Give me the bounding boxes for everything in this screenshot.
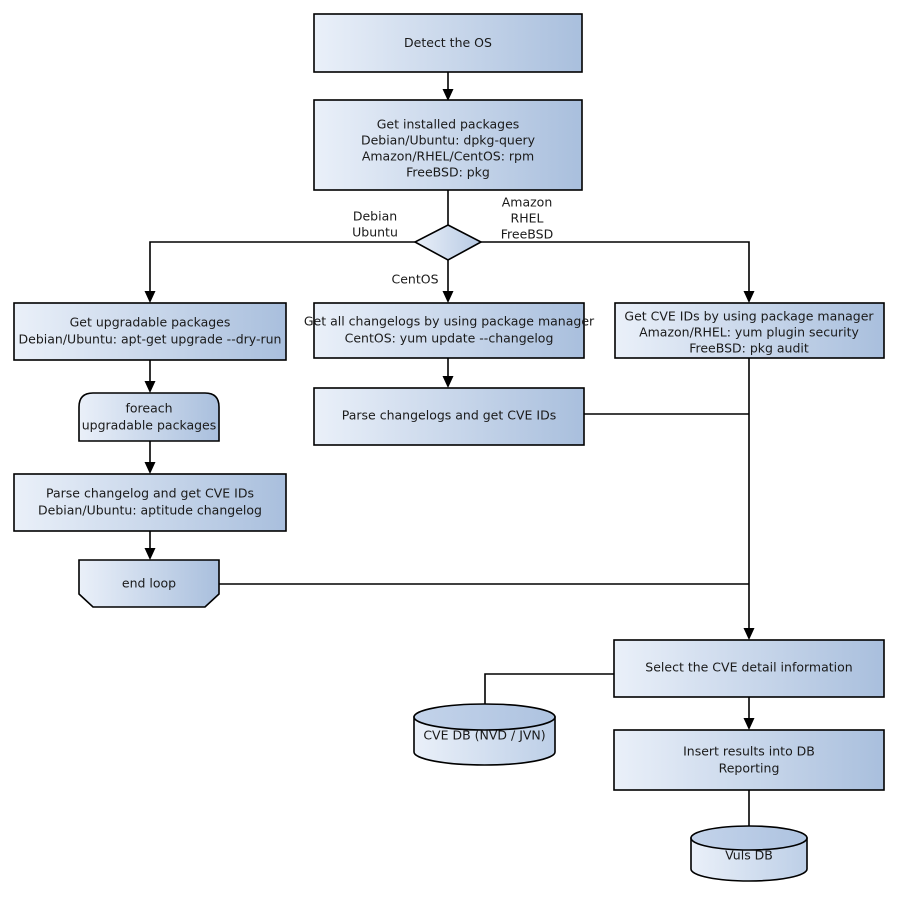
- node-insert-results[interactable]: Insert results into DB Reporting: [613, 729, 885, 791]
- edge-label-amazon-rhel-freebsd-1: RHEL: [511, 211, 544, 226]
- arrowhead-parse-to-endloop: [144, 548, 156, 560]
- node-os-decision-shape: [413, 224, 483, 261]
- node-get-installed-packages-label-3: FreeBSD: pkg: [406, 165, 490, 180]
- node-get-cve-ids-pkgmgr-label-2: FreeBSD: pkg audit: [689, 341, 809, 356]
- node-end-loop[interactable]: end loop: [78, 559, 220, 608]
- node-get-installed-packages-label-2: Amazon/RHEL/CentOS: rpm: [362, 149, 534, 164]
- node-get-installed-packages[interactable]: Get installed packages Debian/Ubuntu: dp…: [313, 99, 583, 191]
- edge-decision-to-cveids: [481, 241, 750, 296]
- node-vuls-db[interactable]: Vuls DB: [690, 825, 808, 882]
- node-select-cve-detail-label-0: Select the CVE detail information: [645, 660, 852, 675]
- node-get-all-changelogs-label-1: CentOS: yum update --changelog: [345, 331, 554, 346]
- arrowhead-foreach-to-parse: [144, 462, 156, 474]
- edge-label-amazon-rhel-freebsd-2: FreeBSD: [501, 227, 553, 242]
- node-vuls-db-label-0: Vuls DB: [725, 848, 773, 863]
- node-get-cve-ids-pkgmgr-shape: [614, 302, 885, 359]
- node-insert-results-label-1: Reporting: [719, 761, 780, 776]
- node-select-cve-detail-shape: [613, 639, 885, 698]
- edge-label-centos: CentOS: [391, 272, 438, 287]
- node-parse-changelog-single-label-1: Debian/Ubuntu: aptitude changelog: [38, 503, 262, 518]
- arrowhead-detect-to-getpkgs: [442, 89, 454, 101]
- node-cve-db-top: [413, 703, 556, 731]
- node-get-installed-packages-label-0: Get installed packages: [377, 117, 520, 132]
- edge-label-amazon-rhel-freebsd: Amazon RHEL FreeBSD: [501, 195, 553, 242]
- node-get-all-changelogs-shape: [313, 302, 585, 359]
- edge-label-debian-ubuntu-0: Debian: [353, 209, 397, 224]
- edge-decision-to-upgradable: [149, 241, 415, 296]
- node-detect-os[interactable]: Detect the OS: [313, 13, 583, 73]
- node-parse-changelog-single[interactable]: Parse changelog and get CVE IDs Debian/U…: [13, 473, 287, 532]
- arrowhead-upgradable-to-foreach: [144, 381, 156, 393]
- arrowhead-decision-to-upgradable: [144, 291, 156, 303]
- node-cve-db-label-0: CVE DB (NVD / JVN): [423, 728, 545, 743]
- node-os-decision[interactable]: [413, 224, 483, 261]
- arrowhead-select-to-insert: [743, 718, 755, 730]
- node-end-loop-label-0: end loop: [122, 576, 176, 591]
- arrowhead-decision-to-changelogs: [442, 291, 454, 303]
- node-parse-changelogs-cve[interactable]: Parse changelogs and get CVE IDs: [313, 387, 585, 446]
- node-get-cve-ids-pkgmgr-label-0: Get CVE IDs by using package manager: [624, 309, 874, 324]
- edge-label-debian-ubuntu-1: Ubuntu: [352, 225, 398, 240]
- node-foreach-loop-start[interactable]: foreach upgradable packages: [78, 392, 220, 442]
- node-get-installed-packages-shape: [313, 99, 583, 191]
- edge-label-amazon-rhel-freebsd-0: Amazon: [502, 195, 553, 210]
- node-vuls-db-top: [690, 825, 808, 851]
- edge-label-centos-0: CentOS: [391, 272, 438, 287]
- node-select-cve-detail[interactable]: Select the CVE detail information: [613, 639, 885, 698]
- node-get-upgradable-packages-label-1: Debian/Ubuntu: apt-get upgrade --dry-run: [19, 332, 282, 347]
- arrowhead-decision-to-cveids: [743, 291, 755, 303]
- node-get-cve-ids-pkgmgr-label-1: Amazon/RHEL: yum plugin security: [639, 325, 859, 340]
- node-insert-results-label-0: Insert results into DB: [683, 744, 815, 759]
- node-get-upgradable-packages-label-0: Get upgradable packages: [70, 315, 231, 330]
- arrowhead-allchangelogs-to-parsechangelogs: [442, 376, 454, 388]
- node-get-all-changelogs[interactable]: Get all changelogs by using package mana…: [304, 302, 595, 359]
- connectors: [144, 72, 755, 833]
- node-detect-os-label-0: Detect the OS: [404, 35, 492, 50]
- node-insert-results-shape: [613, 729, 885, 791]
- node-get-all-changelogs-label-0: Get all changelogs by using package mana…: [304, 314, 595, 329]
- node-end-loop-shape: [78, 559, 220, 608]
- node-get-upgradable-packages-shape: [13, 302, 287, 361]
- node-detect-os-shape: [313, 13, 583, 73]
- edge-select-to-cvedb: [484, 673, 614, 712]
- node-foreach-loop-start-label-0: foreach: [125, 401, 172, 416]
- arrowhead-cveids-to-select: [743, 628, 755, 640]
- node-get-cve-ids-pkgmgr[interactable]: Get CVE IDs by using package manager Ama…: [614, 302, 885, 359]
- node-foreach-loop-start-label-1: upgradable packages: [82, 418, 217, 433]
- node-parse-changelog-single-shape: [13, 473, 287, 532]
- node-parse-changelog-single-label-0: Parse changelog and get CVE IDs: [46, 486, 254, 501]
- node-cve-db[interactable]: CVE DB (NVD / JVN): [413, 703, 556, 766]
- node-foreach-loop-start-shape: [78, 392, 220, 442]
- node-get-installed-packages-label-1: Debian/Ubuntu: dpkg-query: [361, 133, 536, 148]
- node-parse-changelogs-cve-label-0: Parse changelogs and get CVE IDs: [342, 408, 556, 423]
- node-get-upgradable-packages[interactable]: Get upgradable packages Debian/Ubuntu: a…: [13, 302, 287, 361]
- edge-label-debian-ubuntu: Debian Ubuntu: [352, 209, 398, 240]
- node-parse-changelogs-cve-shape: [313, 387, 585, 446]
